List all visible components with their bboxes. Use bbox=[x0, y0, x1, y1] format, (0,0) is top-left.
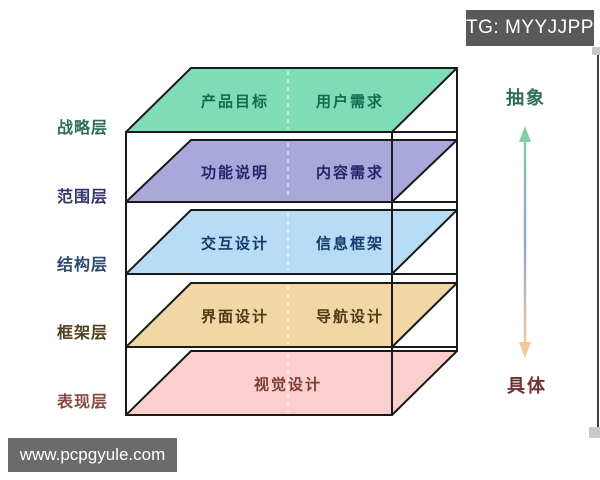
tg-badge-text: TG: MYYJJPP bbox=[466, 17, 594, 38]
tg-badge: TG: MYYJJPP bbox=[466, 10, 594, 46]
axis-abstract-label: 抽象 bbox=[506, 88, 546, 108]
plane-cell-label-2-1: 功能说明 bbox=[200, 164, 270, 182]
layer-plane-1 bbox=[125, 67, 458, 133]
plane-cell-label-3-1: 交互设计 bbox=[200, 235, 270, 253]
plane-cell-label-1-2: 用户需求 bbox=[315, 93, 385, 111]
layer-side-label-3: 结构层 bbox=[56, 257, 108, 274]
axis-concrete-label: 具体 bbox=[507, 376, 547, 396]
layer-plane-4 bbox=[125, 282, 458, 348]
layer-side-label-5: 表现层 bbox=[56, 394, 108, 411]
arrow-head-down-icon bbox=[519, 342, 531, 358]
plane-cell-label-2-2: 内容需求 bbox=[315, 164, 385, 182]
watermark: www.pcpgyule.com bbox=[8, 438, 177, 472]
window-edge-line bbox=[597, 53, 599, 438]
watermark-text: www.pcpgyule.com bbox=[19, 445, 166, 464]
layer-side-label-1: 战略层 bbox=[56, 120, 108, 137]
layer-side-label-4: 框架层 bbox=[56, 325, 108, 342]
scrollbar-thumb-top[interactable] bbox=[592, 47, 600, 55]
scrollbar-thumb-bottom[interactable] bbox=[589, 427, 600, 438]
plane-cell-label-1-1: 产品目标 bbox=[200, 93, 270, 111]
arrow-head-up-icon bbox=[519, 126, 531, 142]
plane-cell-label-5-1: 视觉设计 bbox=[253, 376, 323, 394]
plane-cell-label-4-2: 导航设计 bbox=[315, 308, 385, 326]
layer-side-label-2: 范围层 bbox=[56, 189, 108, 206]
layer-plane-3 bbox=[125, 209, 458, 275]
layer-plane-2 bbox=[125, 139, 458, 203]
plane-cell-label-4-1: 界面设计 bbox=[200, 308, 270, 326]
plane-cell-label-3-2: 信息框架 bbox=[315, 235, 385, 253]
